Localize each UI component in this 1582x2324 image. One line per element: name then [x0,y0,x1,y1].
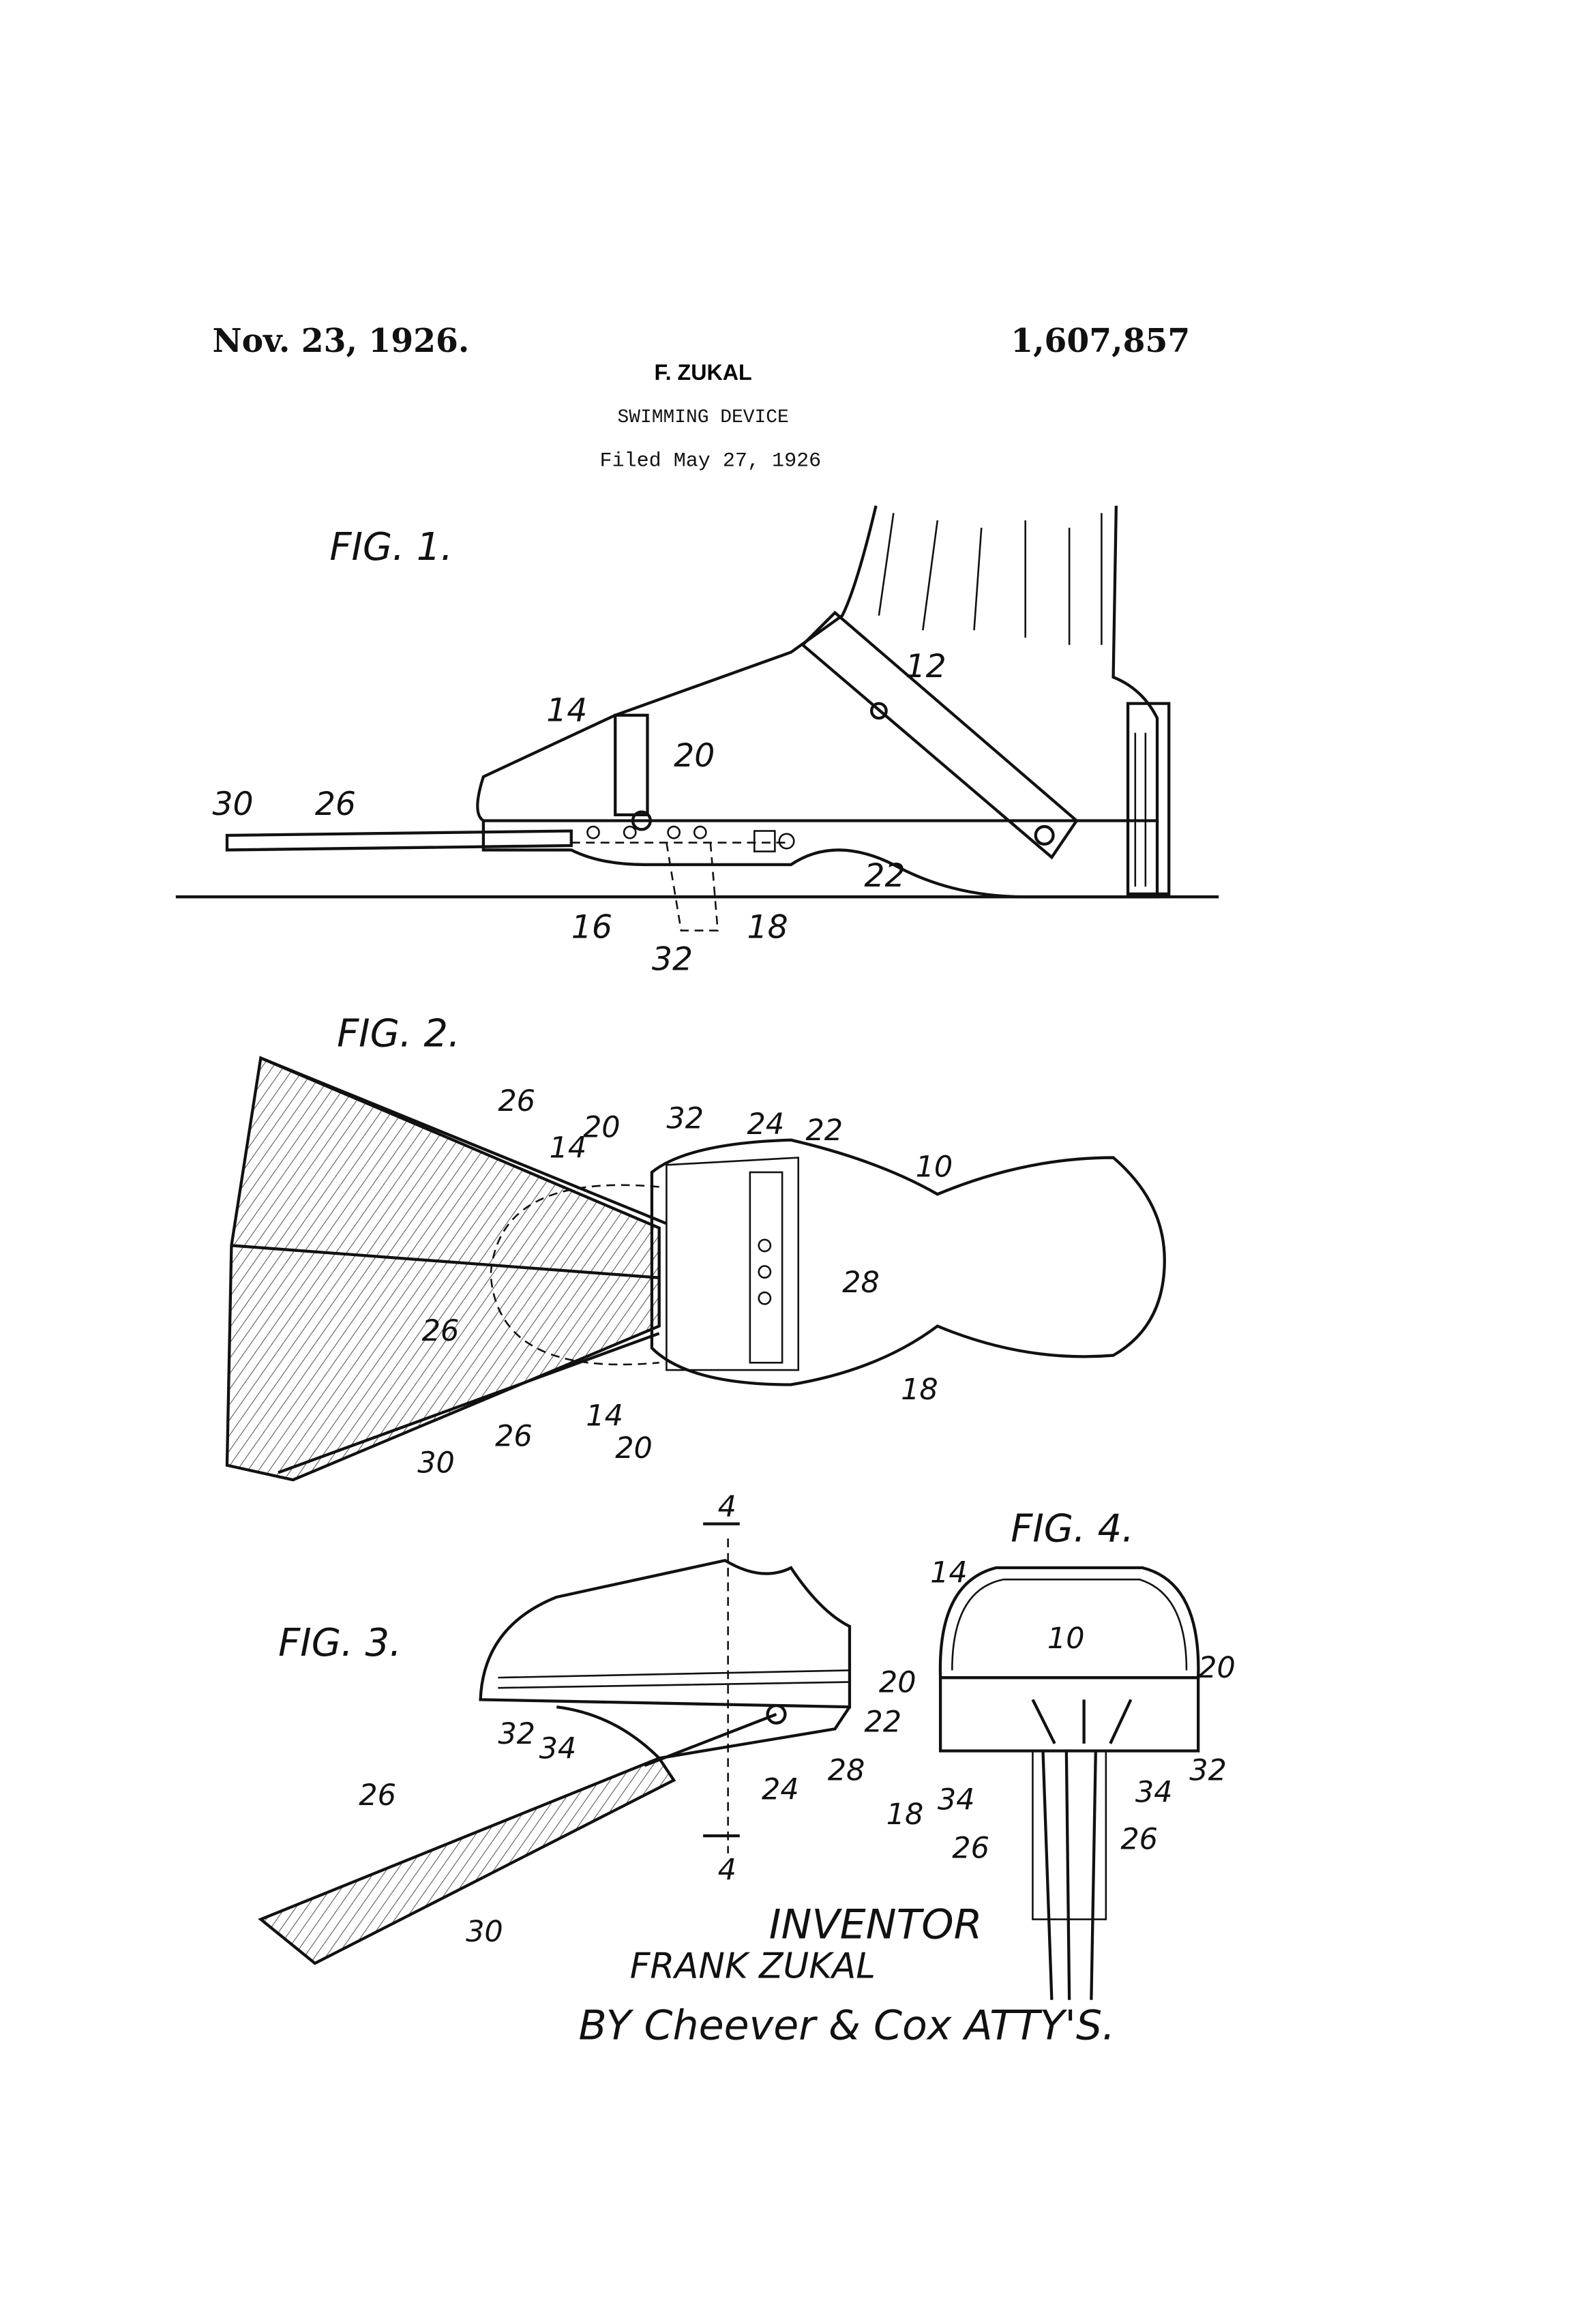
ref-20-right: 20 [1198,1651,1236,1685]
patent-title: SWIMMING DEVICE [618,407,789,428]
inventor-name: FRANK ZUKAL [630,1946,876,1987]
fig2-label: FIG. 2. [337,1011,460,1056]
figure-2: FIG. 2. 26 14 20 32 24 22 10 28 26 26 30… [225,1011,1166,1482]
ref-16: 16 [571,908,612,946]
signature-block: INVENTOR FRANK ZUKAL BY Cheever & Cox AT… [579,1901,1116,2050]
patent-date: Nov. 23, 1926. [212,323,469,360]
ref-32: 32 [1189,1754,1227,1788]
ref-28: 28 [828,1754,865,1788]
fig3-label: FIG. 3. [278,1621,402,1665]
ref-26: 26 [422,1314,460,1348]
ref-14: 14 [930,1556,968,1590]
ref-34: 34 [539,1731,577,1766]
filed-date: Filed May 27, 1926 [599,450,821,473]
ref-18: 18 [747,908,788,946]
ref-26: 26 [315,786,356,823]
fig1-label: FIG. 1. [329,525,453,569]
ref-20: 20 [674,737,715,775]
patent-number: 1,607,857 [1011,323,1190,360]
ref-26-right: 26 [1120,1822,1158,1856]
ref-32: 32 [498,1717,535,1751]
ref-14: 14 [550,1131,587,1165]
ref-30: 30 [212,786,253,823]
ref-12: 12 [906,648,946,685]
ref-18: 18 [886,1798,924,1832]
ref-30: 30 [466,1915,503,1949]
ref-24: 24 [762,1772,799,1806]
ref-32: 32 [666,1102,704,1136]
ref-22: 22 [864,857,905,895]
ref-20: 20 [615,1431,653,1465]
ref-14: 14 [586,1399,623,1433]
ref-22: 22 [864,1705,901,1740]
ref-26: 26 [359,1778,396,1813]
ref-30: 30 [417,1446,455,1480]
ref-4-bottom: 4 [718,1853,736,1888]
ref-26: 26 [495,1420,533,1454]
ref-34-left: 34 [938,1783,975,1817]
ref-20: 20 [583,1110,621,1144]
ref-26-left: 26 [952,1831,989,1865]
inventor-short: F. ZUKAL [655,360,752,385]
ref-26: 26 [498,1084,535,1118]
ref-28: 28 [842,1266,880,1300]
ref-14: 14 [546,691,587,729]
ref-10: 10 [1047,1622,1085,1656]
figure-3: FIG. 3. 4 32 34 22 28 24 4 26 30 [258,1490,901,1965]
ref-4-top: 4 [718,1490,736,1524]
figure-1: FIG. 1. 12 14 20 30 26 16 32 18 22 [175,505,1219,979]
ref-22: 22 [805,1114,843,1148]
ref-10: 10 [916,1150,953,1184]
figure-4: FIG. 4. 14 10 20 20 32 18 34 34 26 26 [879,1506,1236,2000]
ref-24: 24 [747,1107,785,1142]
fig4-label: FIG. 4. [1011,1506,1134,1551]
ref-34-right: 34 [1135,1776,1173,1810]
attorneys-signature: BY Cheever & Cox ATTY'S. [579,2002,1116,2050]
ref-32: 32 [652,941,693,979]
inventor-heading: INVENTOR [769,1901,983,1949]
ref-20-left: 20 [879,1666,916,1700]
ref-18: 18 [901,1373,938,1407]
